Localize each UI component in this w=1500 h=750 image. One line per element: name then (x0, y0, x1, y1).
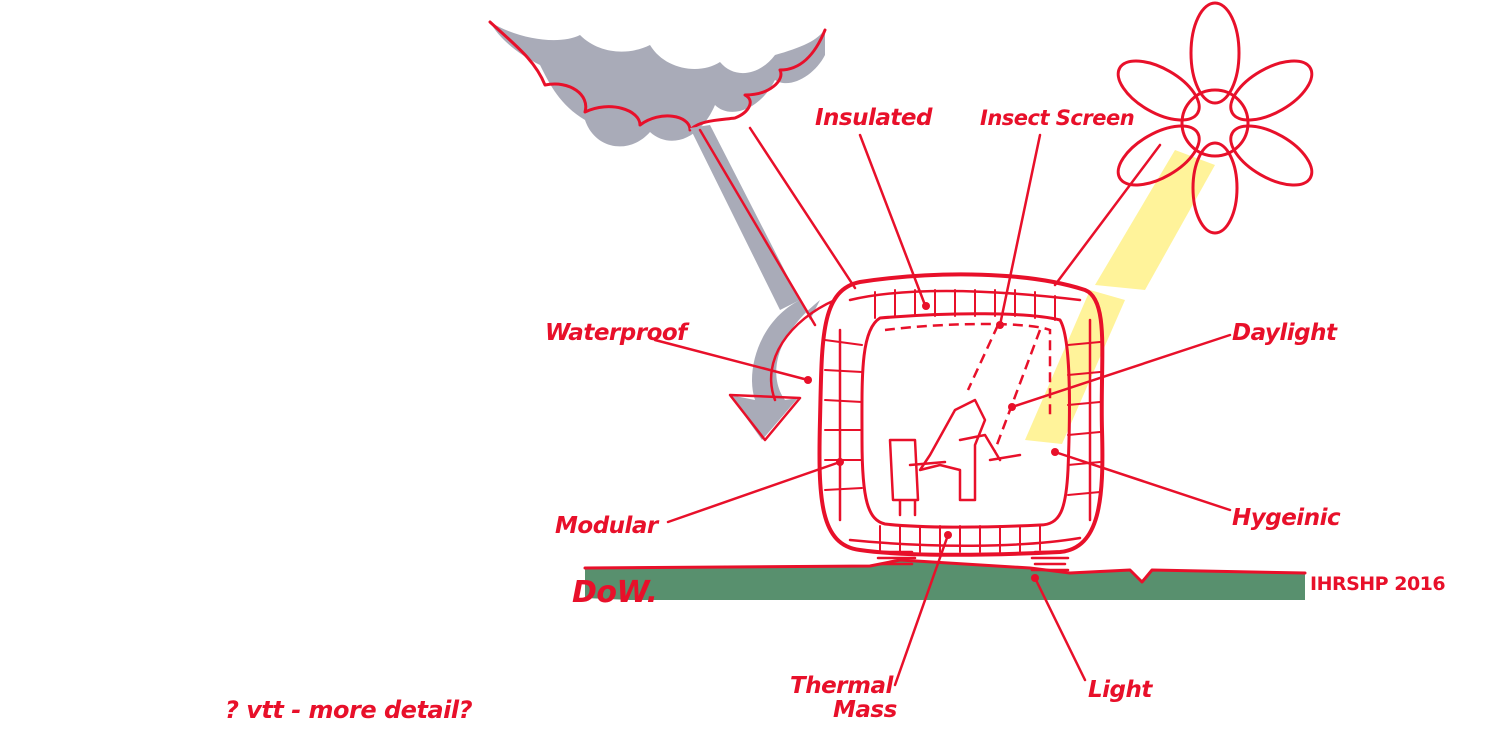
label-mass: Mass (833, 697, 897, 723)
pod-module (804, 272, 1105, 582)
handwritten-note: ? vtt - more detail? (225, 696, 473, 724)
label-insulated: Insulated (815, 105, 933, 131)
cloud-icon (488, 20, 827, 147)
leader-dots (804, 302, 1059, 582)
rain-arrow-icon (690, 125, 837, 442)
ground (583, 558, 1307, 600)
label-waterproof: Waterproof (545, 320, 690, 346)
credit: IHRSHP 2016 (1310, 573, 1445, 595)
label-insect-screen: Insect Screen (980, 106, 1134, 130)
chair-icon (888, 438, 1022, 517)
leader-lines (653, 126, 1232, 687)
label-daylight: Daylight (1232, 320, 1338, 346)
insulation-cells (824, 289, 1101, 553)
signature: DoW. (572, 575, 657, 610)
pod-feet (876, 550, 1070, 572)
label-thermal: Thermal (790, 673, 894, 699)
label-light: Light (1088, 677, 1153, 703)
person-icon (918, 398, 1002, 502)
label-hygienic: Hygeinic (1232, 505, 1341, 531)
labels: Insulated Insect Screen Waterproof Dayli… (545, 105, 1341, 723)
label-modular: Modular (555, 513, 660, 539)
